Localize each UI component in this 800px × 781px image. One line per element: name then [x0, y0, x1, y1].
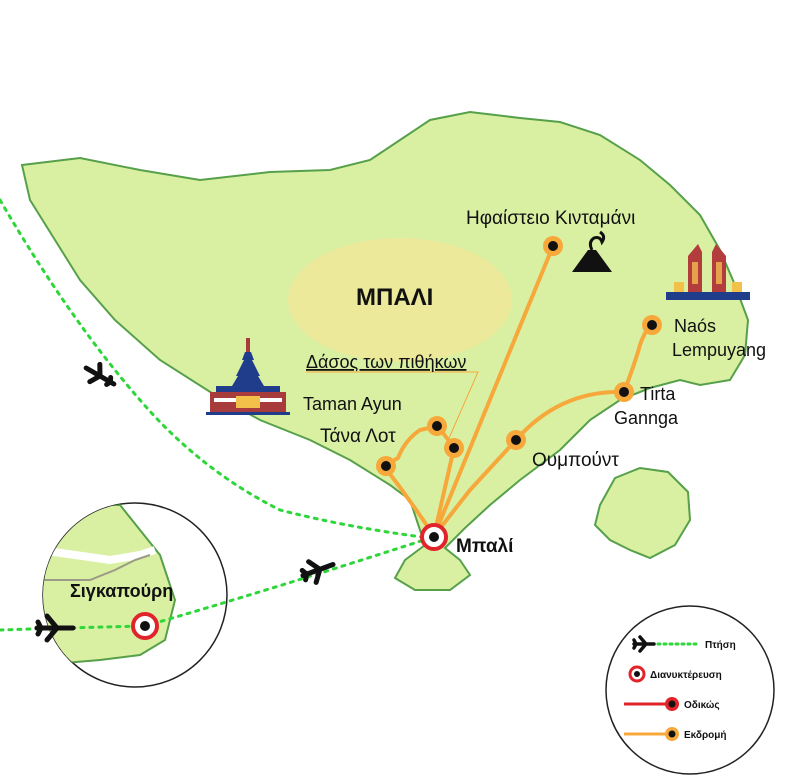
split-gate-temple-icon	[666, 244, 750, 300]
marker-tanah-lot	[376, 456, 396, 476]
label-kintamani: Ηφαίστειο Κινταμάνι	[466, 208, 635, 229]
label-lempuyang-line2: Lempuyang	[672, 340, 766, 360]
legend-road: Οδικώς	[624, 697, 720, 711]
label-lempuyang-line1: Naós	[674, 316, 716, 336]
label-tirta-line1: Tirta	[640, 384, 676, 404]
label-taman-ayun: Taman Ayun	[303, 394, 402, 414]
legend-flight-label: Πτήση	[705, 640, 736, 651]
marker-ubud	[506, 430, 526, 450]
nusa-penida-islet	[593, 466, 692, 560]
route-hub-tanahlot	[382, 424, 456, 538]
marker-singapore	[131, 612, 159, 640]
flight-path-outbound	[0, 198, 432, 540]
marker-monkey-forest	[444, 438, 464, 458]
label-ubud: Ουμπούντ	[532, 450, 619, 471]
central-highlight	[288, 238, 512, 362]
legend-road-label: Οδικώς	[684, 700, 720, 711]
legend-stopover-label: Διανυκτέρευση	[650, 670, 722, 681]
label-singapore: Σιγκαπούρη	[70, 581, 173, 601]
marker-tirta	[614, 382, 634, 402]
singapore-road	[43, 554, 151, 581]
monkey-forest-connector	[306, 371, 479, 446]
legend-flight: Πτήση	[632, 635, 736, 653]
route-ubud-tirta	[514, 389, 626, 442]
route-hub-kintamani	[432, 244, 555, 538]
marker-taman-ayun	[427, 416, 447, 436]
island-title: ΜΠΑΛΙ	[356, 284, 433, 311]
legend-excursion: Εκδρομή	[624, 727, 727, 741]
label-bali-hub: Μπαλί	[456, 536, 513, 557]
route-hub-ubud	[432, 438, 518, 538]
marker-bali-hub	[420, 523, 448, 551]
place-markers	[131, 236, 662, 640]
legend-excursion-label: Εκδρομή	[684, 730, 727, 741]
label-monkey-forest: Δάσος των πιθήκων	[306, 352, 466, 372]
pagoda-temple-icon	[206, 338, 290, 415]
volcano-icon	[572, 230, 612, 272]
singapore-inset	[42, 502, 228, 688]
label-tanah-lot: Τάνα Λοτ	[320, 426, 396, 447]
legend: Πτήση Διανυκτέρευση Οδικώς Εκδρομή	[605, 605, 775, 775]
marker-kintamani	[543, 236, 563, 256]
airplane-icon	[299, 559, 336, 585]
legend-stopover: Διανυκτέρευση	[628, 665, 722, 683]
singapore-coastline	[43, 546, 157, 565]
airplane-icon	[34, 613, 76, 643]
label-tirta-line2: Gannga	[614, 408, 679, 428]
marker-lempuyang	[642, 315, 662, 335]
airplane-icon	[83, 361, 117, 387]
legend-flight-airplane-icon	[632, 635, 656, 653]
